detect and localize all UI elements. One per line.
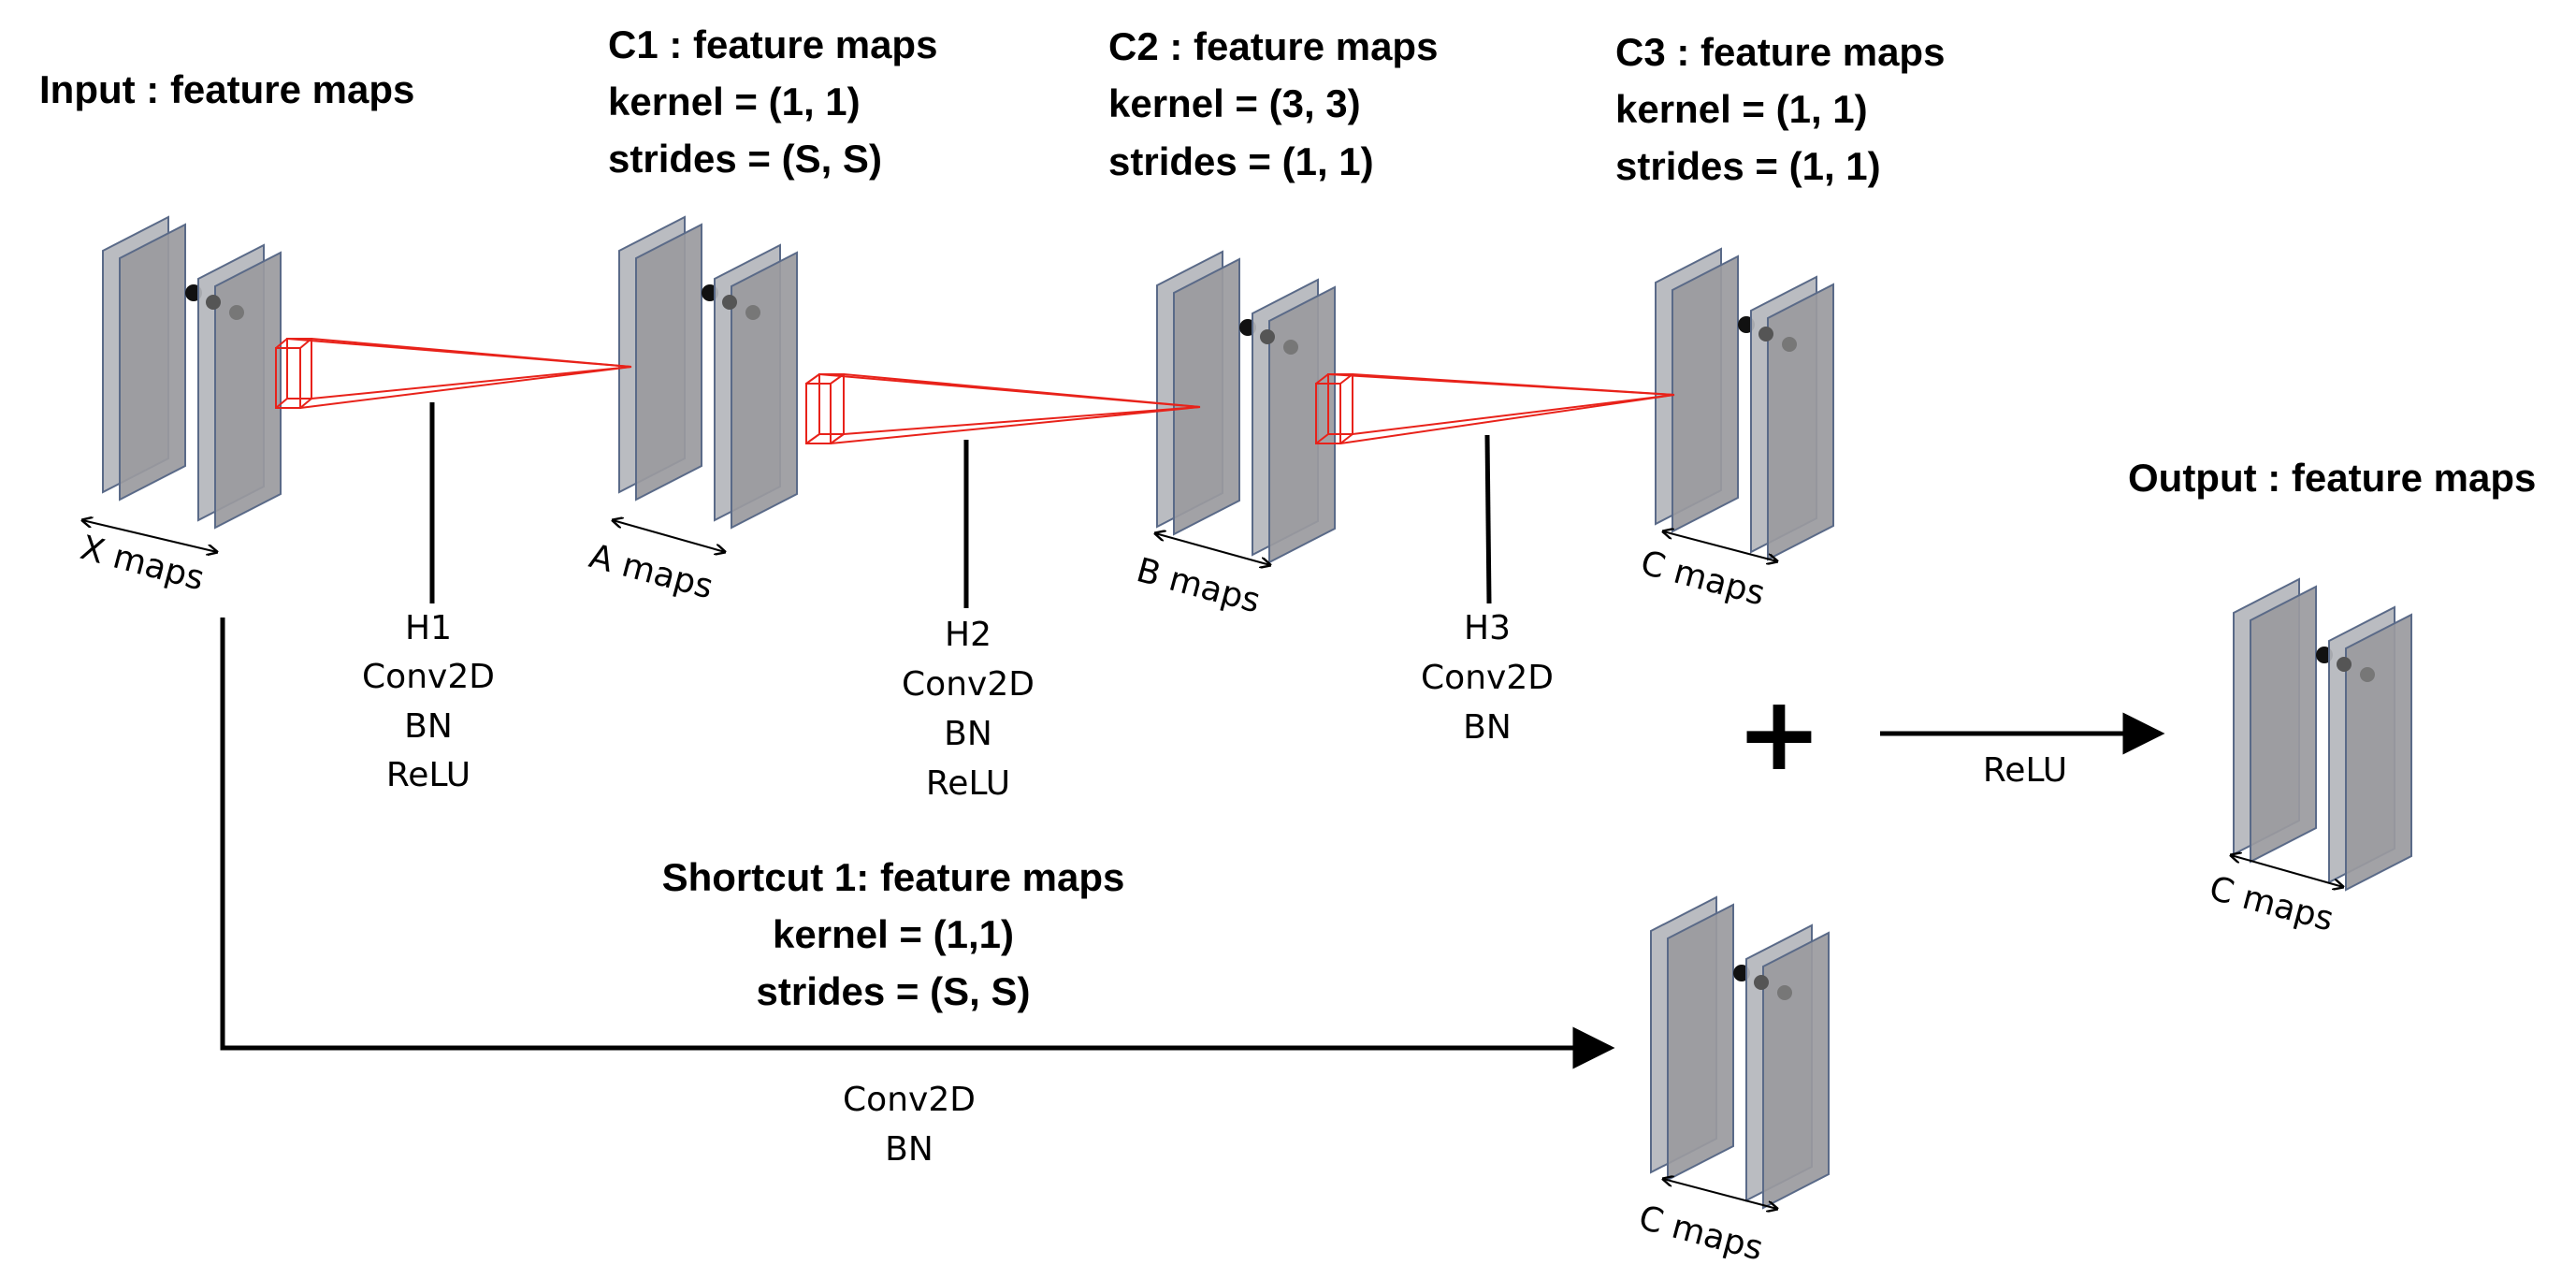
- b-maps-dimension-arrow: [1155, 533, 1270, 565]
- h1-operations: H1 Conv2D BN ReLU: [362, 609, 495, 794]
- c2-strides-line: strides = (1, 1): [1108, 139, 1374, 183]
- h1-bn: BN: [404, 707, 453, 746]
- c1-strides-line: strides = (S, S): [608, 137, 882, 181]
- shortcut-kernel-line: kernel = (1,1): [773, 912, 1014, 956]
- h3-bn: BN: [1463, 708, 1512, 747]
- h2-bn: BN: [944, 715, 992, 753]
- feature-map-back-face: [635, 223, 702, 501]
- feature-point: [2360, 667, 2375, 682]
- input-feature-maps: [102, 215, 282, 530]
- x-maps-label: X maps: [77, 529, 209, 599]
- shortcut-arrow: [220, 618, 1615, 1069]
- h3-connector: [1484, 434, 1492, 604]
- feature-point: [1260, 329, 1275, 344]
- receptive-field-2: [805, 373, 1201, 444]
- c2-feature-maps: [1156, 250, 1336, 564]
- h3-conv: Conv2D: [1421, 659, 1554, 697]
- feature-point: [1782, 337, 1797, 352]
- feature-map-back-face: [1672, 254, 1739, 533]
- feature-point: [1777, 985, 1792, 1000]
- feature-point: [206, 295, 221, 310]
- feature-map-back-face: [1667, 903, 1734, 1182]
- c2-kernel-line: kernel = (3, 3): [1108, 81, 1361, 125]
- shortcut-maps-dimension-arrow: [1663, 1179, 1777, 1209]
- c-maps-dimension-arrow: [1663, 531, 1777, 561]
- x-maps-dimension-arrow: [82, 520, 217, 552]
- rf1-back: [286, 338, 312, 400]
- receptive-field-1: [275, 338, 632, 409]
- input-title: Input : feature maps: [39, 67, 414, 111]
- feature-map-front-face: [2345, 613, 2412, 892]
- output-feature-maps: [2233, 577, 2412, 892]
- feature-map-front-face: [1762, 931, 1830, 1210]
- feature-point: [1283, 340, 1298, 355]
- c2-title-line: C2 : feature maps: [1108, 24, 1438, 68]
- feature-map-back-face: [2250, 585, 2317, 864]
- shortcut-maps-label: C maps: [1635, 1199, 1767, 1269]
- c3-strides-line: strides = (1, 1): [1615, 144, 1881, 188]
- c2-title: C2 : feature maps kernel = (3, 3) stride…: [1108, 24, 1438, 183]
- c1-feature-maps: [618, 215, 798, 530]
- a-maps-dimension-arrow: [613, 520, 725, 552]
- h1-conv: Conv2D: [362, 658, 495, 696]
- addition-symbol: +: [1736, 674, 1822, 793]
- a-maps-label: A maps: [586, 537, 717, 606]
- feature-point: [745, 305, 760, 320]
- h3-operations: H3 Conv2D BN: [1421, 609, 1554, 747]
- receptive-field-3: [1315, 373, 1675, 444]
- h2-operations: H2 Conv2D BN ReLU: [902, 616, 1035, 803]
- h2-relu: ReLU: [926, 764, 1010, 803]
- h2-label: H2: [945, 616, 991, 654]
- feature-map-front-face: [731, 251, 798, 530]
- feature-map-front-face: [1767, 283, 1834, 561]
- c3-feature-maps: [1655, 247, 1834, 561]
- feature-point: [229, 305, 244, 320]
- output-relu-label: ReLU: [1983, 751, 2067, 790]
- c3-kernel-line: kernel = (1, 1): [1615, 87, 1868, 131]
- feature-map-front-face: [214, 251, 282, 530]
- c1-title-line: C1 : feature maps: [608, 22, 937, 66]
- h2-conv: Conv2D: [902, 665, 1035, 704]
- shortcut-title-line: Shortcut 1: feature maps: [662, 855, 1125, 899]
- rf2-back: [818, 373, 845, 435]
- h1-relu: ReLU: [386, 756, 470, 794]
- c3-title: C3 : feature maps kernel = (1, 1) stride…: [1615, 30, 1945, 188]
- c1-title: C1 : feature maps kernel = (1, 1) stride…: [608, 22, 937, 181]
- feature-point: [1754, 975, 1769, 990]
- h1-label: H1: [405, 609, 452, 647]
- shortcut-title: Shortcut 1: feature maps kernel = (1,1) …: [662, 855, 1125, 1013]
- feature-map-back-face: [1173, 257, 1240, 536]
- c1-kernel-line: kernel = (1, 1): [608, 80, 861, 124]
- output-maps-dimension-arrow: [2231, 855, 2343, 887]
- shortcut-conv: Conv2D: [843, 1081, 976, 1119]
- feature-point: [722, 295, 737, 310]
- output-title: Output : feature maps: [2128, 456, 2536, 500]
- shortcut-strides-line: strides = (S, S): [757, 969, 1031, 1013]
- shortcut-feature-maps: [1650, 895, 1830, 1210]
- h3-label: H3: [1464, 609, 1511, 647]
- shortcut-bn: BN: [885, 1130, 933, 1169]
- shortcut-operations: Conv2D BN: [843, 1081, 976, 1169]
- feature-point: [2337, 657, 2352, 672]
- b-maps-label: B maps: [1133, 551, 1265, 621]
- feature-map-back-face: [119, 223, 186, 501]
- c3-title-line: C3 : feature maps: [1615, 30, 1945, 74]
- feature-map-front-face: [1268, 285, 1336, 564]
- feature-point: [1758, 327, 1773, 342]
